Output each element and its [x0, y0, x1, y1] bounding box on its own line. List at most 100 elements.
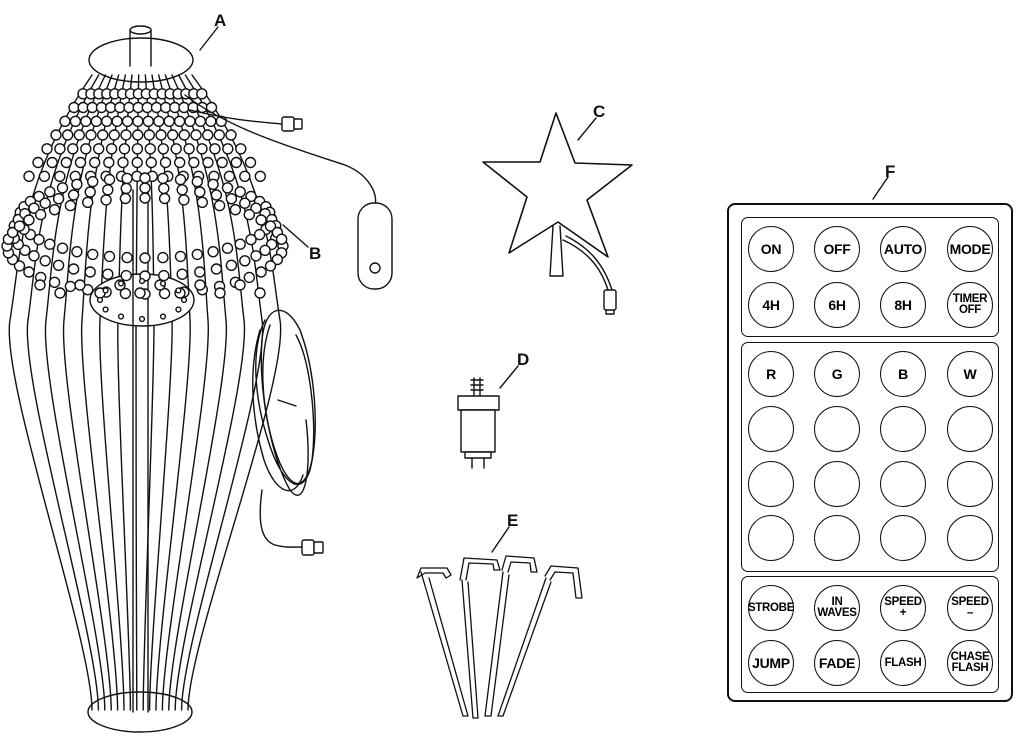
bulb [264, 260, 277, 272]
bulb [157, 251, 169, 264]
bulb [50, 129, 62, 141]
bulb [61, 129, 74, 141]
remote-button-auto[interactable]: AUTO [880, 226, 926, 272]
remote-button-strobe[interactable]: STROBE [748, 585, 794, 631]
bulb [166, 129, 179, 141]
bulb [74, 156, 87, 169]
bulb [264, 220, 277, 232]
bulb [259, 244, 271, 257]
remote-button-blank[interactable] [880, 461, 926, 507]
remote-button-w[interactable]: W [947, 351, 993, 397]
bulb [180, 296, 188, 304]
remote-button-blank[interactable] [748, 515, 794, 561]
star-topper [482, 112, 633, 315]
bulb [59, 115, 71, 128]
bulb [213, 199, 226, 212]
remote-button-label: SPEED + [884, 596, 922, 619]
bulb [178, 194, 190, 206]
bulb [71, 178, 83, 191]
bulb [117, 313, 125, 320]
remote-button-blank[interactable] [880, 515, 926, 561]
leader-c [577, 117, 597, 141]
remote-button-r[interactable]: R [748, 351, 794, 397]
bulb [64, 280, 77, 293]
bulb [121, 251, 133, 264]
remote-button-blank[interactable] [947, 461, 993, 507]
remote-button-speed-plus[interactable]: SPEED + [880, 585, 926, 631]
remote-button-blank[interactable] [814, 461, 860, 507]
remote-button-blank[interactable] [947, 515, 993, 561]
remote-button-chase-flash[interactable]: CHASE FLASH [947, 640, 993, 686]
remote-button-blank[interactable] [748, 461, 794, 507]
bulb [71, 245, 83, 258]
bulb [250, 202, 262, 214]
remote-button-4h[interactable]: 4H [748, 282, 794, 328]
remote-button-8h[interactable]: 8H [880, 282, 926, 328]
remote-button-label: AUTO [883, 241, 923, 257]
bulb [33, 233, 45, 246]
bulb [105, 143, 118, 155]
bulb [103, 156, 115, 169]
remote-button-label: ON [760, 241, 782, 257]
bulb [243, 208, 256, 221]
remote-button-label: OFF [823, 241, 851, 257]
remote-button-on[interactable]: ON [748, 226, 794, 272]
remote-button-fade[interactable]: FADE [814, 640, 860, 686]
bulb [194, 186, 206, 198]
remote-button-jump[interactable]: JUMP [748, 640, 794, 686]
frame-rod [180, 74, 264, 711]
bulb [88, 156, 101, 169]
remote-button-6h[interactable]: 6H [814, 282, 860, 328]
bulb [120, 129, 132, 141]
bulb [153, 115, 165, 128]
bulb [234, 186, 246, 198]
remote-button-blank[interactable] [814, 406, 860, 452]
bulb [96, 296, 104, 304]
bulb [184, 115, 196, 128]
remote-button-label: FADE [818, 655, 856, 671]
bulb [41, 143, 53, 155]
power-adapter [457, 377, 500, 469]
leader-a [199, 26, 219, 51]
remote-button-g[interactable]: G [814, 351, 860, 397]
bulb [142, 115, 155, 128]
remote-button-blank[interactable] [880, 406, 926, 452]
remote-button-blank[interactable] [748, 406, 794, 452]
remote-button-timer-off[interactable]: TIMER OFF [947, 282, 993, 328]
bulb [178, 129, 191, 141]
bulb [223, 170, 236, 183]
bulb [194, 266, 206, 278]
remote-button-in-waves[interactable]: IN WAVES [814, 585, 860, 631]
remote-button-off[interactable]: OFF [814, 226, 860, 272]
bulb [67, 189, 80, 201]
remote-button-blank[interactable] [947, 406, 993, 452]
remote-button-flash[interactable]: FLASH [880, 640, 926, 686]
bulb [44, 238, 56, 250]
bulb [250, 250, 262, 262]
bulb [253, 228, 266, 241]
bulb [157, 143, 170, 155]
leader-e [491, 526, 510, 553]
frame-rod [174, 74, 246, 711]
bulb [158, 287, 171, 300]
remote-button-b[interactable]: B [880, 351, 926, 397]
remote-button-label: JUMP [752, 655, 790, 671]
frame-rod [99, 74, 127, 711]
remote-button-speed[interactable]: SPEED – [947, 585, 993, 631]
remote-button-blank[interactable] [814, 515, 860, 561]
bulb [201, 129, 214, 141]
remote-button-mode[interactable]: MODE [947, 226, 993, 272]
bulb [235, 143, 247, 155]
bulb [120, 182, 132, 195]
bulb [174, 173, 187, 186]
bulb [100, 194, 112, 206]
bulb [245, 233, 257, 246]
bulb [239, 197, 251, 209]
bulb [194, 279, 206, 291]
bulb [243, 271, 256, 284]
remote-button-label: IN WAVES [817, 596, 857, 619]
frame-rod [117, 74, 133, 711]
bulb [176, 184, 188, 196]
frame-rod [44, 74, 107, 711]
